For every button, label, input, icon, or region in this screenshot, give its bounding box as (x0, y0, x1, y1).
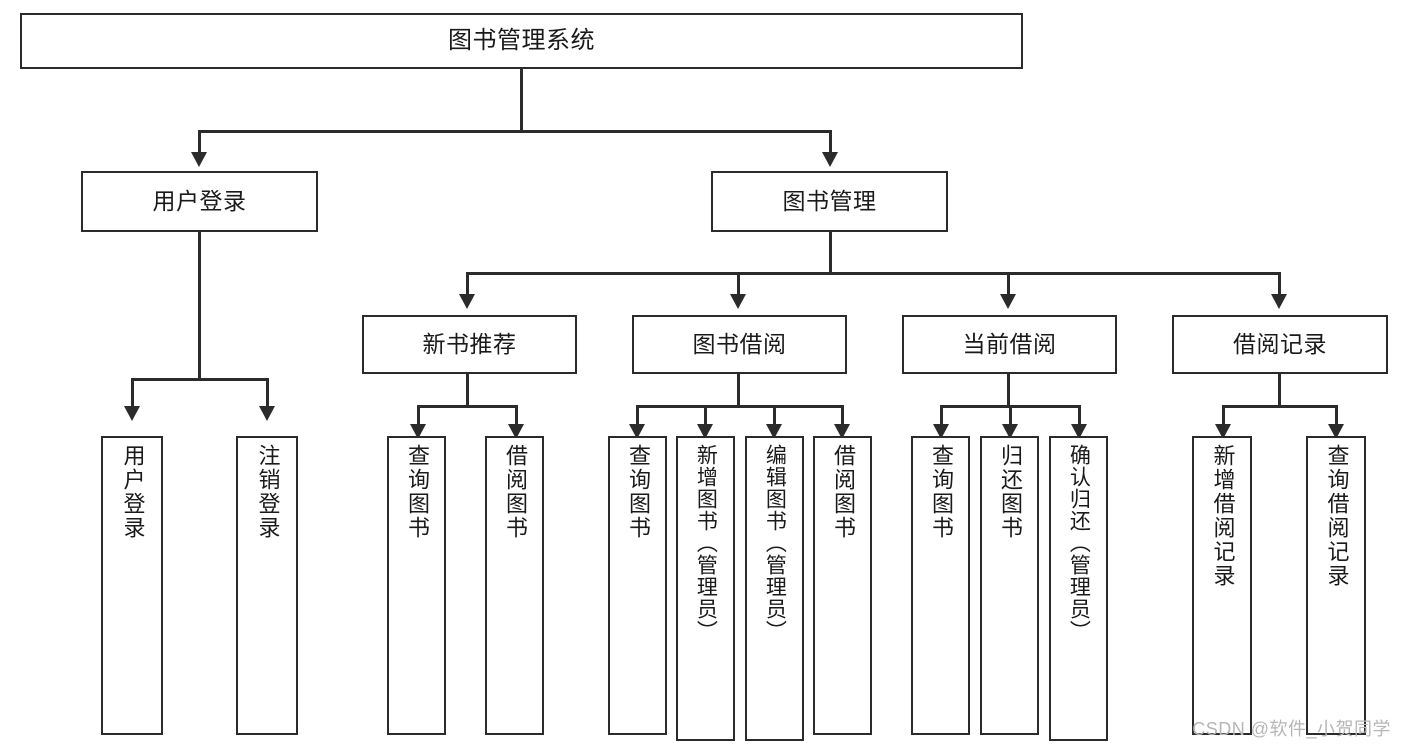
node-label: 确认归还（管理员） (1067, 444, 1091, 642)
connector-nbr-branch-2 (515, 405, 518, 427)
connector-br-bus (1222, 405, 1337, 408)
node-user-login[interactable]: 用户登录 (81, 171, 318, 232)
node-current-borrow[interactable]: 当前借阅 (902, 315, 1117, 374)
connector-root-stem (520, 69, 523, 132)
node-label: 新增借阅记录 (1210, 444, 1236, 588)
node-label: 新书推荐 (422, 330, 517, 357)
arrow-root-to-user-login (191, 152, 207, 167)
node-label: 用户登录 (152, 187, 247, 214)
leaf-query-book-1[interactable]: 查询图书 (387, 436, 446, 735)
node-label: 归还图书 (997, 444, 1023, 540)
leaf-borrow-book-2[interactable]: 借阅图书 (813, 436, 872, 735)
arrow-to-leaf-logout (259, 406, 275, 421)
arrow-to-borrow-record (1271, 294, 1287, 309)
node-label: 用户登录 (120, 444, 146, 540)
node-borrow-record[interactable]: 借阅记录 (1172, 315, 1388, 374)
connector-user-login-branch-1 (131, 378, 134, 408)
connector-cb-branch-2 (1009, 405, 1012, 427)
leaf-query-book-2[interactable]: 查询图书 (608, 436, 667, 735)
leaf-query-book-3[interactable]: 查询图书 (911, 436, 970, 735)
arrow-to-new-book-recommend (459, 294, 475, 309)
arrow-to-leaf-query-record (1328, 424, 1344, 439)
connector-nbr-branch-1 (417, 405, 420, 427)
connector-bm-branch-1 (466, 272, 469, 296)
node-label: 查询图书 (928, 444, 954, 540)
node-book-manage[interactable]: 图书管理 (711, 171, 948, 232)
leaf-add-book[interactable]: 新增图书（管理员） (676, 436, 735, 741)
arrow-to-leaf-confirm-return (1071, 424, 1087, 439)
node-label: 查询图书 (625, 444, 651, 540)
node-root-system[interactable]: 图书管理系统 (20, 13, 1023, 69)
connector-bb-branch-1 (636, 405, 639, 427)
node-label: 注销登录 (255, 444, 281, 540)
leaf-query-record[interactable]: 查询借阅记录 (1306, 436, 1366, 735)
arrow-to-book-borrow (730, 294, 746, 309)
connector-user-login-branch-2 (266, 378, 269, 408)
connector-bb-bus (636, 405, 843, 408)
connector-bb-stem (737, 374, 740, 407)
leaf-return-book[interactable]: 归还图书 (980, 436, 1039, 735)
leaf-borrow-book-1[interactable]: 借阅图书 (485, 436, 544, 735)
arrow-to-leaf-query-book-3 (933, 424, 949, 439)
arrow-to-leaf-add-book (697, 424, 713, 439)
arrow-to-current-borrow (1000, 294, 1016, 309)
connector-bm-branch-4 (1278, 272, 1281, 296)
arrow-root-to-book-manage (822, 152, 838, 167)
connector-br-branch-2 (1335, 405, 1338, 427)
node-book-borrow[interactable]: 图书借阅 (632, 315, 847, 374)
leaf-logout[interactable]: 注销登录 (236, 436, 298, 735)
connector-cb-branch-1 (940, 405, 943, 427)
connector-nbr-stem (466, 374, 469, 407)
arrow-to-leaf-query-book-2 (629, 424, 645, 439)
arrow-to-leaf-return-book (1002, 424, 1018, 439)
node-label: 当前借阅 (962, 330, 1057, 357)
leaf-edit-book[interactable]: 编辑图书（管理员） (745, 436, 804, 741)
connector-root-to-user-login (198, 130, 201, 154)
connector-bb-branch-4 (841, 405, 844, 427)
connector-nbr-bus (417, 405, 517, 408)
node-label: 借阅图书 (830, 444, 856, 540)
node-label: 新增图书（管理员） (694, 444, 718, 642)
node-new-book-recommend[interactable]: 新书推荐 (362, 315, 577, 374)
connector-cb-stem (1007, 374, 1010, 407)
connector-root-bus (198, 130, 832, 133)
leaf-confirm-return[interactable]: 确认归还（管理员） (1049, 436, 1108, 741)
connector-bm-branch-2 (737, 272, 740, 296)
leaf-add-record[interactable]: 新增借阅记录 (1192, 436, 1252, 735)
arrow-to-leaf-add-record (1215, 424, 1231, 439)
node-label: 借阅记录 (1233, 330, 1327, 357)
connector-root-to-book-manage (829, 130, 832, 154)
leaf-user-login[interactable]: 用户登录 (101, 436, 163, 735)
node-label: 图书管理系统 (448, 26, 595, 54)
node-label: 图书借阅 (692, 330, 787, 357)
node-label: 编辑图书（管理员） (763, 444, 787, 642)
connector-bb-branch-3 (773, 405, 776, 427)
connector-br-branch-1 (1222, 405, 1225, 427)
connector-br-stem (1278, 374, 1281, 407)
arrow-to-leaf-user-login (124, 406, 140, 421)
connector-bm-branch-3 (1007, 272, 1010, 296)
connector-cb-branch-3 (1078, 405, 1081, 427)
csdn-watermark: CSDN @软件_小贺同学 (1192, 719, 1391, 739)
node-label: 查询借阅记录 (1324, 444, 1350, 588)
node-label: 图书管理 (782, 187, 877, 214)
node-label: 借阅图书 (502, 444, 528, 540)
connector-bb-branch-2 (704, 405, 707, 427)
connector-user-login-bus (131, 378, 268, 381)
arrow-to-leaf-borrow-book-1 (508, 424, 524, 439)
connector-book-manage-stem (829, 232, 832, 274)
arrow-to-leaf-query-book-1 (410, 424, 426, 439)
arrow-to-leaf-borrow-book-2 (834, 424, 850, 439)
arrow-to-leaf-edit-book (766, 424, 782, 439)
connector-book-manage-bus (466, 272, 1280, 275)
connector-user-login-stem (198, 232, 201, 380)
node-label: 查询图书 (404, 444, 430, 540)
